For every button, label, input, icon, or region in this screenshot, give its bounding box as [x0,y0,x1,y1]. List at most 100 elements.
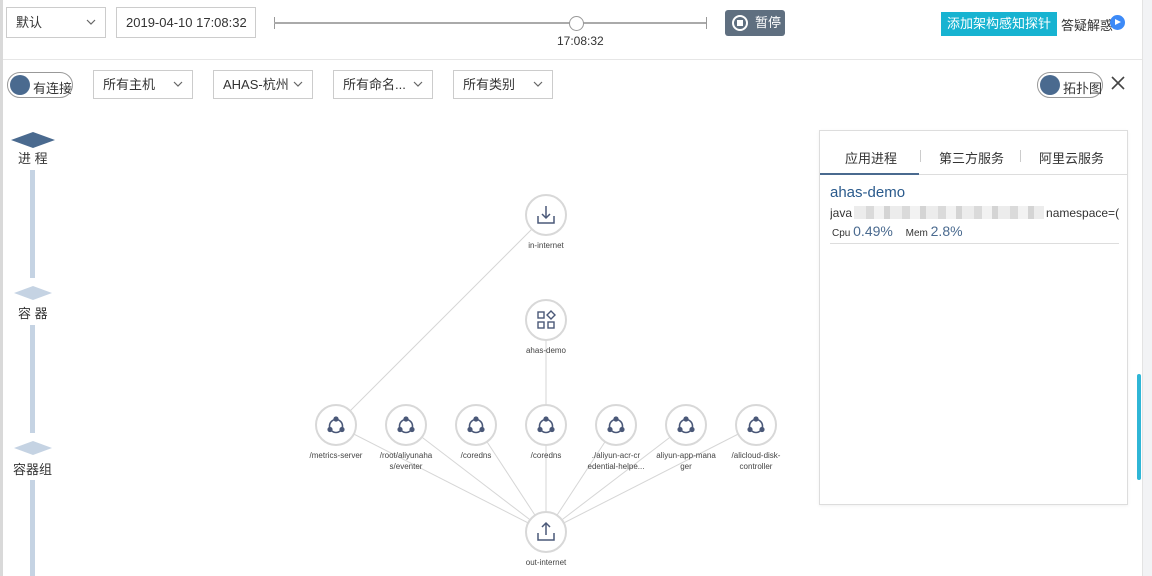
graph-node-c3[interactable]: /coredns [455,404,497,460]
node-label: /root/aliyunaha [380,451,433,460]
node-circle[interactable] [525,299,567,341]
topology-graph: in-internet ahas-demo/metrics-server/root… [11,132,781,576]
container-icon [747,416,765,434]
tab-aliyun-service[interactable]: 阿里云服务 [1039,151,1105,166]
slider-time-label: 17:08:32 [557,34,604,48]
node-circle[interactable] [735,404,777,446]
node-label: out-internet [526,558,567,567]
topology-toggle-label: 拓扑图 [1063,81,1103,96]
graph-node-c7[interactable]: /alicloud-disk-controller [732,404,781,471]
pause-button-label: 暂停 [755,15,782,30]
tab-active-indicator [820,173,919,175]
chevron-down-icon [293,79,303,89]
node-label: /coredns [461,451,492,460]
category-select-value: 所有类别 [463,77,516,92]
help-arrow-icon[interactable] [1110,15,1125,30]
time-slider-handle[interactable] [569,16,585,31]
node-circle[interactable] [315,404,357,446]
lane-rail [11,132,55,576]
category-select[interactable]: 所有类别 [453,70,553,99]
graph-edge [545,424,757,533]
node-label: /alicloud-disk- [732,451,781,460]
pause-button[interactable]: 暂停 [725,10,785,36]
vertical-scrollbar[interactable] [1142,0,1152,576]
graph-edge [405,424,547,533]
lane-line-pod [30,480,35,576]
close-icon[interactable] [1110,75,1126,91]
node-label: aliyun-app-mana [656,451,716,460]
datetime-value: 2019-04-10 17:08:32 [126,15,247,30]
node-label: in-internet [528,241,564,250]
lane-label-container: 容 器 [18,306,48,321]
time-slider-track[interactable] [274,22,707,24]
graph-edges [335,214,757,533]
lane-line-container [30,325,35,433]
graph-edge [545,424,687,533]
lane-marker-container [14,286,52,300]
app-icon [537,310,556,329]
graph-node-in[interactable]: in-internet [525,194,567,250]
process-command-suffix: namespace=( [1046,206,1120,220]
node-circle[interactable] [385,404,427,446]
node-circle[interactable] [525,404,567,446]
lane-label-pod: 容器组 [13,462,53,477]
node-circle[interactable] [455,404,497,446]
graph-nodes: in-internet ahas-demo/metrics-server/root… [310,194,781,567]
container-icon [537,416,555,434]
tab-separator [1020,150,1021,162]
chevron-down-icon [173,79,183,89]
lane-label-process: 进 程 [18,151,48,166]
container-icon [327,416,345,434]
graph-edge [335,424,547,533]
lane-marker-process [11,132,55,148]
filter-bar: 有连接 所有主机 AHAS-杭州 所有命名... 所有类别 拓扑图 [3,60,1142,110]
node-label-line2: ger [680,462,692,471]
connection-toggle-label: 有连接 [33,81,73,96]
graph-edge [475,424,547,533]
graph-node-c6[interactable]: aliyun-app-mana ger [656,404,716,471]
topology-canvas[interactable]: in-internet ahas-demo/metrics-server/root… [3,110,1142,576]
stop-circle-icon [732,15,748,31]
node-label-line2: controller [740,462,773,471]
node-label: ahas-demo [526,346,567,355]
top-toolbar: 默认 2019-04-10 17:08:32 17:08:32 暂停 添加架构感… [3,0,1142,60]
graph-edge [335,214,547,426]
mem-value: 2.8% [930,223,963,239]
redacted-text [854,206,1045,219]
namespace-select[interactable]: 所有命名... [333,70,433,99]
tab-app-process[interactable]: 应用进程 [845,151,898,166]
divider [830,243,1119,244]
graph-edge [545,424,617,533]
cpu-value: 0.49% [853,223,893,239]
scrollbar-thumb[interactable] [1137,374,1141,480]
node-label: ./aliyun-acr-cr [592,451,641,460]
graph-node-c5[interactable]: ./aliyun-acr-credential-helpe... [588,404,645,471]
topology-toggle[interactable]: 拓扑图 [1037,72,1103,98]
chevron-down-icon [533,79,543,89]
namespace-select-value: 所有命名... [343,77,406,92]
process-metrics: Cpu 0.49% Mem 2.8% [832,223,973,239]
download-icon [537,206,555,224]
help-link[interactable]: 答疑解惑 [1061,18,1114,33]
region-select[interactable]: AHAS-杭州 [213,70,313,99]
graph-node-out[interactable]: out-internet [525,511,567,567]
mem-label: Mem [905,228,928,239]
slider-end-cap [706,17,707,29]
graph-node-demo[interactable]: ahas-demo [525,299,567,355]
datetime-field[interactable]: 2019-04-10 17:08:32 [116,7,256,38]
host-select[interactable]: 所有主机 [93,70,193,99]
connection-toggle[interactable]: 有连接 [7,72,73,98]
process-name[interactable]: ahas-demo [830,184,906,201]
view-select[interactable]: 默认 [6,7,106,38]
node-circle[interactable] [665,404,707,446]
process-detail-panel: 应用进程 第三方服务 阿里云服务 ahas-demo java namespace… [819,130,1128,505]
process-command-prefix: java [830,206,853,220]
panel-tabs: 应用进程 第三方服务 阿里云服务 [820,131,1127,175]
tab-third-party[interactable]: 第三方服务 [939,151,1005,166]
graph-node-c4[interactable]: /coredns [525,404,567,460]
container-icon [677,416,695,434]
add-probe-button[interactable]: 添加架构感知探针 [941,12,1057,36]
node-circle[interactable] [595,404,637,446]
graph-node-c1[interactable]: /metrics-server [310,404,363,460]
